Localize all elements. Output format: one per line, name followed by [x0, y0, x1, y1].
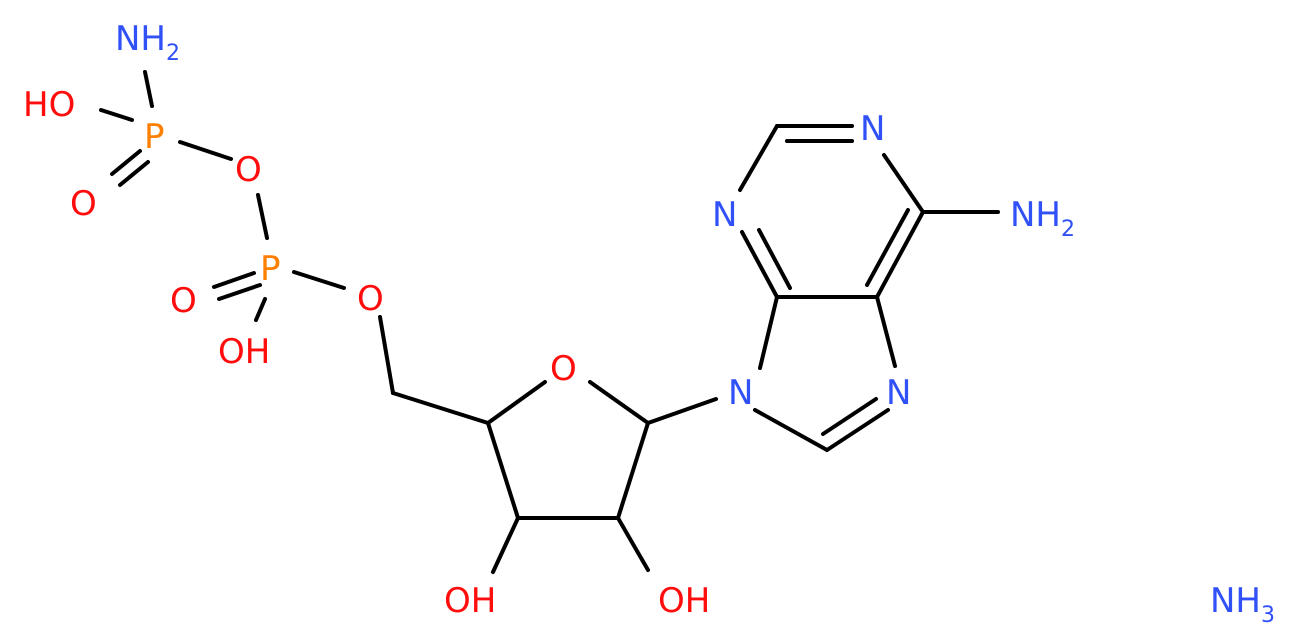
amino-group-right: NH2	[1010, 195, 1075, 242]
hydroxyl-mid: OH	[218, 332, 270, 372]
bond-c1-n9	[646, 397, 718, 425]
bond-n3-c4	[882, 153, 925, 214]
oxygen-bridge: O	[235, 150, 262, 190]
bond-c3-c4	[486, 421, 520, 520]
bond-p1-o-double-b	[118, 160, 150, 187]
amino-group-top: NH2	[115, 19, 180, 66]
oxygen-double-top: O	[70, 184, 97, 224]
oxygen-ring: O	[550, 349, 577, 389]
bond-n9-c8	[753, 408, 829, 452]
hydroxyl-c3: OH	[444, 581, 496, 621]
atom-labels: NH2 HO P O O P O OH O O OH OH N N NH2 N …	[23, 19, 1275, 628]
bond-p1-oh	[99, 108, 134, 122]
bond-c3-oh	[491, 516, 520, 574]
ammonia: NH3	[1210, 581, 1275, 628]
hydroxyl-top: HO	[23, 85, 75, 125]
phosphorus-top: P	[144, 117, 165, 157]
hydroxyl-c2: OH	[658, 581, 710, 621]
bond-c2-oh	[616, 516, 650, 572]
bond-p1-o-bridge	[178, 140, 233, 161]
bond-c1-c2	[616, 421, 650, 520]
bond-c4-o-ring	[486, 380, 547, 425]
bond-c5-c4	[391, 391, 490, 425]
bond-c2-n1	[738, 124, 779, 192]
bond-p2-o-double-b	[217, 283, 262, 301]
bond-n1-c8a-inner	[757, 228, 792, 290]
oxygen-double-mid: O	[170, 281, 197, 321]
oxygen-ester: O	[357, 279, 384, 319]
bond-p2-o-ester	[292, 270, 346, 290]
bond-p1-n	[143, 70, 154, 108]
bond-c4a-n7	[875, 295, 897, 368]
bond-o-ring-c1	[588, 380, 650, 425]
bond-o-ester-c5	[378, 315, 395, 395]
nitrogen-n1: N	[712, 195, 737, 235]
bond-n1-c8a	[740, 230, 779, 299]
nitrogen-n7: N	[886, 373, 911, 413]
bond-c8a-n9	[758, 295, 779, 370]
bond-p1-o-double-a	[110, 149, 142, 176]
bond-c4a-c4	[875, 210, 925, 299]
bond-p2-oh	[254, 297, 267, 322]
bond-c8-n7-a	[825, 408, 890, 452]
nitrogen-n9: N	[728, 373, 753, 413]
bond-c8-n7-b	[821, 397, 878, 436]
nitrogen-n3: N	[860, 109, 885, 149]
phosphorus-mid: P	[260, 249, 281, 289]
bond-c4a-c4-inner	[865, 208, 910, 287]
bond-p2-o-double-a	[212, 271, 256, 289]
bond-group	[99, 70, 1000, 574]
bond-o-bridge-p2	[256, 193, 269, 240]
